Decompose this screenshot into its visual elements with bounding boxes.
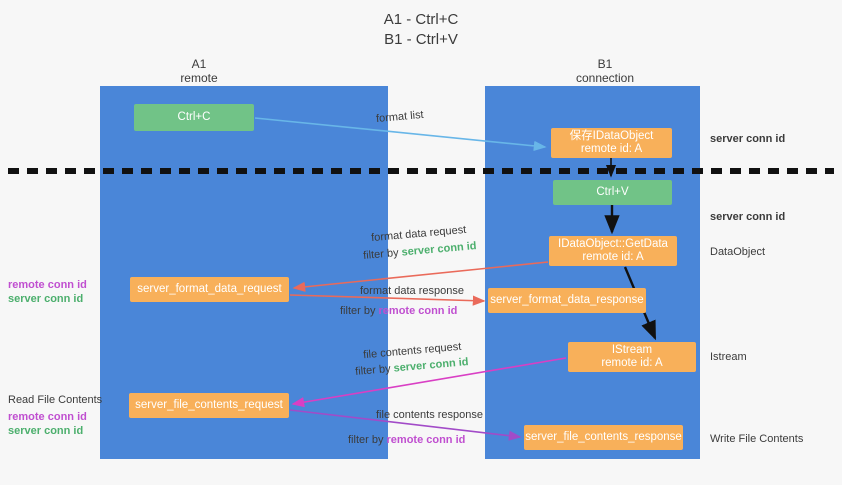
lane-b1-name: B1 [597,57,613,71]
filter-value-server-conn-id: server conn id [401,240,478,259]
node-save-idataobject-sub: remote id: A [580,143,643,155]
edge-label-file-contents-response-filter: filter by remote conn id [348,434,465,446]
node-server-format-data-response[interactable]: server_format_data_response [488,288,646,313]
annotation-read-file-contents: Read File Contents [8,394,103,406]
lane-a1-sub: remote [180,71,218,85]
node-server-file-contents-response[interactable]: server_file_contents_response [524,425,683,450]
node-getdata-label: IDataObject::GetData [558,238,668,250]
annotation-istream: Istream [710,351,747,363]
lane-b1-sub: connection [575,71,635,85]
node-ctrl-v-label: Ctrl+V [596,186,629,198]
edge-label-file-contents-response: file contents response [376,409,484,421]
node-server-file-contents-request[interactable]: server_file_contents_request [129,393,289,418]
annotation-conn-ids-1: remote conn id server conn id [8,278,87,306]
node-server-format-data-request-label: server_format_data_request [137,283,282,295]
node-save-idataobject[interactable]: 保存IDataObject remote id: A [551,128,672,158]
page-title: A1 - Ctrl+C B1 - Ctrl+V [0,10,842,50]
node-server-format-data-request[interactable]: server_format_data_request [130,277,289,302]
node-server-format-data-response-label: server_format_data_response [490,294,644,306]
page-title-line-2: B1 - Ctrl+V [384,31,458,48]
node-getdata[interactable]: IDataObject::GetData remote id: A [549,236,677,266]
annotation-server-conn-id-1: server conn id [8,293,84,305]
annotation-remote-conn-id-1: remote conn id [8,279,87,291]
filter-value-remote-conn-id: remote conn id [378,305,458,317]
annotation-server-conn-id-2: server conn id [8,425,84,437]
filter-prefix: filter by [348,434,387,446]
annotation-write-file-contents: Write File Contents [710,433,804,445]
node-save-idataobject-label: 保存IDataObject [569,130,654,142]
node-istream[interactable]: IStream remote id: A [568,342,696,372]
filter-prefix: filter by [362,246,403,262]
filter-prefix: filter by [340,305,379,317]
node-ctrl-c[interactable]: Ctrl+C [134,104,254,131]
annotation-server-conn-id-top: server conn id [710,133,786,145]
lane-b1-title: B1 connection [545,57,665,85]
filter-value-server-conn-id: server conn id [393,356,470,375]
annotation-conn-ids-2: remote conn id server conn id [8,410,87,438]
annotation-remote-conn-id-2: remote conn id [8,411,87,423]
filter-value-remote-conn-id: remote conn id [386,434,466,446]
node-ctrl-c-label: Ctrl+C [177,111,211,123]
edge-label-format-data-response: format data response [360,285,464,297]
lane-a1-title: A1 remote [144,57,254,85]
node-server-file-contents-response-label: server_file_contents_response [525,431,682,443]
node-istream-label: IStream [611,344,653,356]
node-ctrl-v[interactable]: Ctrl+V [553,180,672,205]
node-getdata-sub: remote id: A [582,251,644,263]
node-server-file-contents-request-label: server_file_contents_request [135,399,283,411]
filter-prefix: filter by [354,362,395,378]
phase-divider [8,168,834,174]
node-istream-sub: remote id: A [601,357,663,369]
lane-a1-name: A1 [191,57,207,71]
edge-label-format-data-response-filter: filter by remote conn id [340,305,457,317]
page-title-line-1: A1 - Ctrl+C [383,11,459,28]
annotation-dataobject: DataObject [710,246,766,258]
annotation-server-conn-id-mid: server conn id [710,211,786,223]
